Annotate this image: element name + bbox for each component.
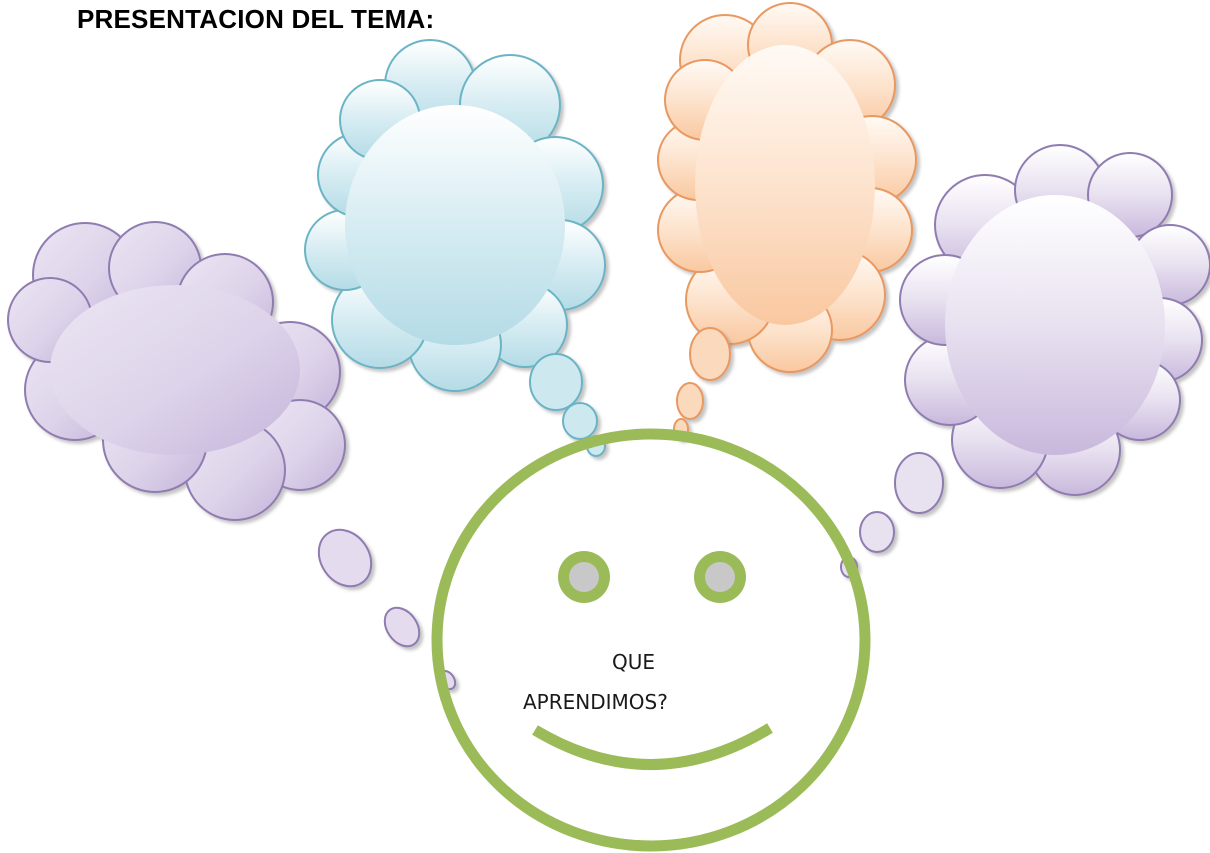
smiley-face <box>431 428 871 852</box>
smile-mouth <box>532 723 773 770</box>
face-text-line2: APRENDIMOS? <box>523 690 668 714</box>
thought-cloud-purple-right <box>899 144 1210 496</box>
thought-cloud-purple-left <box>7 221 346 521</box>
face-outline <box>431 428 871 852</box>
thought-bubbles-purple-right <box>840 452 944 578</box>
right-eye <box>694 551 746 603</box>
page-title: PRESENTACION DEL TEMA: <box>77 4 435 34</box>
thought-cloud-blue <box>304 39 606 392</box>
face-text-line1: QUE <box>612 650 656 674</box>
thought-bubbles-blue <box>529 353 606 457</box>
left-eye <box>558 551 610 603</box>
thought-cloud-orange <box>657 2 917 373</box>
thought-bubbles-orange <box>673 327 731 440</box>
